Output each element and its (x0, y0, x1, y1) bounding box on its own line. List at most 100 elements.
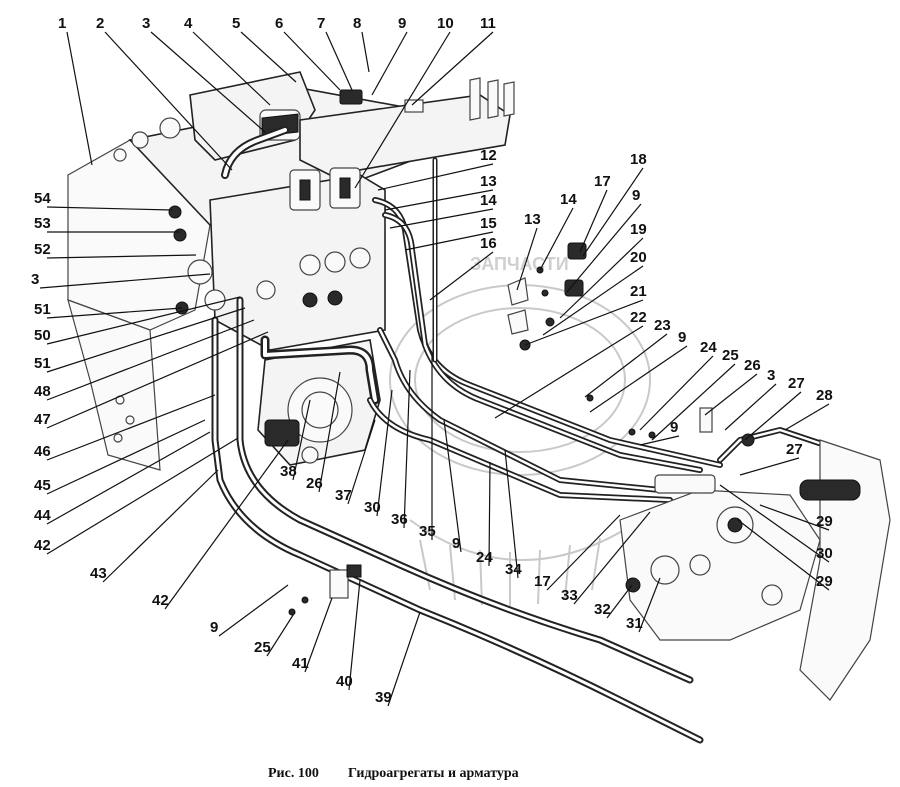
leader-line-c27b (739, 457, 800, 476)
callout-label-c30a: 30 (816, 545, 833, 562)
leader-line-c7 (325, 31, 353, 91)
callout-label-c11: 11 (480, 15, 496, 32)
valve-bank (187, 167, 386, 351)
callout-label-c27a: 27 (788, 375, 805, 392)
callout-label-c9e: 9 (452, 535, 460, 552)
leader-line-c54 (46, 206, 173, 211)
callout-label-c5: 5 (232, 15, 240, 32)
callout-label-c44: 44 (34, 507, 51, 524)
callout-label-c33: 33 (561, 587, 578, 604)
callout-label-c29a: 29 (816, 513, 833, 530)
callout-label-c18: 18 (630, 151, 647, 168)
callout-label-c31: 31 (626, 615, 643, 632)
leader-line-c12 (377, 163, 494, 191)
leader-line-c15 (404, 231, 494, 251)
leader-line-c26b (318, 371, 341, 493)
leader-line-c36 (403, 369, 411, 529)
callout-label-c23: 23 (654, 317, 671, 334)
callout-label-c50: 50 (34, 327, 51, 344)
callout-label-c42a: 42 (34, 537, 51, 554)
callout-label-c7: 7 (317, 15, 325, 32)
callout-label-c22: 22 (630, 309, 647, 326)
leader-line-c38 (292, 399, 311, 481)
pipes (211, 126, 873, 744)
callout-label-c1: 1 (58, 15, 66, 32)
figure-caption: Рис. 100 Гидроагрегаты и арматура (268, 766, 519, 781)
leader-line-c28 (784, 403, 830, 431)
callout-label-c19: 19 (630, 221, 647, 238)
leader-line-c8 (361, 31, 370, 73)
callout-label-c14b: 14 (560, 191, 577, 208)
callout-label-c21: 21 (630, 283, 647, 300)
callout-label-c16: 16 (480, 235, 497, 252)
callout-label-c45: 45 (34, 477, 51, 494)
leader-line-c41 (304, 597, 333, 673)
callout-label-c35: 35 (419, 523, 436, 540)
leader-line-c17b (546, 514, 621, 591)
caption-fig-number: Рис. 100 (268, 766, 319, 781)
callout-label-c25a: 25 (722, 347, 739, 364)
leader-line-c34 (504, 449, 519, 579)
callout-label-c2: 2 (96, 15, 104, 32)
callout-label-c24a: 24 (700, 339, 717, 356)
callout-label-c36: 36 (391, 511, 408, 528)
leader-line-c25a (651, 363, 736, 441)
callout-label-c39: 39 (375, 689, 392, 706)
callout-label-c27b: 27 (786, 441, 803, 458)
leader-line-c13b (516, 227, 538, 291)
callout-label-c4: 4 (184, 15, 193, 32)
leader-line-c27a (744, 391, 802, 441)
callout-label-c17b: 17 (534, 573, 551, 590)
callout-label-c9b: 9 (632, 187, 640, 204)
leader-line-c17a (579, 189, 608, 253)
callout-label-c13a: 13 (480, 173, 497, 190)
callout-label-c10: 10 (437, 15, 454, 32)
leader-line-c13a (384, 189, 494, 211)
callout-label-c17a: 17 (594, 173, 611, 190)
leader-line-c45 (46, 419, 206, 495)
callout-label-c40: 40 (336, 673, 353, 690)
leader-line-c32 (606, 584, 633, 619)
callout-label-c3c: 3 (31, 271, 39, 288)
callout-label-c34: 34 (505, 561, 522, 578)
leader-line-c30b (376, 389, 393, 517)
pump (257, 339, 381, 466)
leader-line-c24b (488, 461, 491, 567)
leader-line-c4 (192, 31, 271, 106)
callout-label-c3a: 3 (142, 15, 150, 32)
leader-line-c51b (46, 307, 246, 373)
leader-line-c33 (573, 511, 651, 605)
leader-line-c46 (46, 394, 216, 461)
callout-label-c43: 43 (90, 565, 107, 582)
leader-line-c3c (39, 273, 211, 289)
watermark-text: ЗАПЧАСТИ (470, 254, 569, 274)
leader-line-c9a (371, 31, 408, 96)
leader-line-c1 (66, 31, 93, 166)
callout-label-c42b: 42 (152, 592, 169, 609)
callout-label-c9c: 9 (678, 329, 686, 346)
leader-line-c21 (524, 299, 644, 346)
leader-line-c52 (46, 254, 197, 259)
callout-label-c52: 52 (34, 241, 51, 258)
leader-line-c40 (348, 579, 361, 691)
leader-line-c3a (150, 31, 266, 133)
leader-line-c50 (46, 296, 241, 345)
leader-line-c3b (724, 383, 777, 431)
leader-line-c24a (639, 355, 714, 431)
leader-line-c11 (411, 31, 494, 106)
leader-line-c9b (566, 203, 642, 293)
leader-line-c31 (638, 577, 661, 633)
leader-line-c19 (559, 237, 644, 319)
callout-label-c37: 37 (335, 487, 352, 504)
leader-line-c48 (46, 319, 255, 401)
leader-line-c26a (704, 373, 758, 416)
callout-label-c51a: 51 (34, 301, 51, 318)
leader-line-c44 (46, 431, 211, 525)
rear-hitch-unit (619, 439, 891, 701)
callout-label-c6: 6 (275, 15, 283, 32)
callout-label-c51b: 51 (34, 355, 51, 372)
callout-label-c46: 46 (34, 443, 51, 460)
callout-label-c20: 20 (630, 249, 647, 266)
